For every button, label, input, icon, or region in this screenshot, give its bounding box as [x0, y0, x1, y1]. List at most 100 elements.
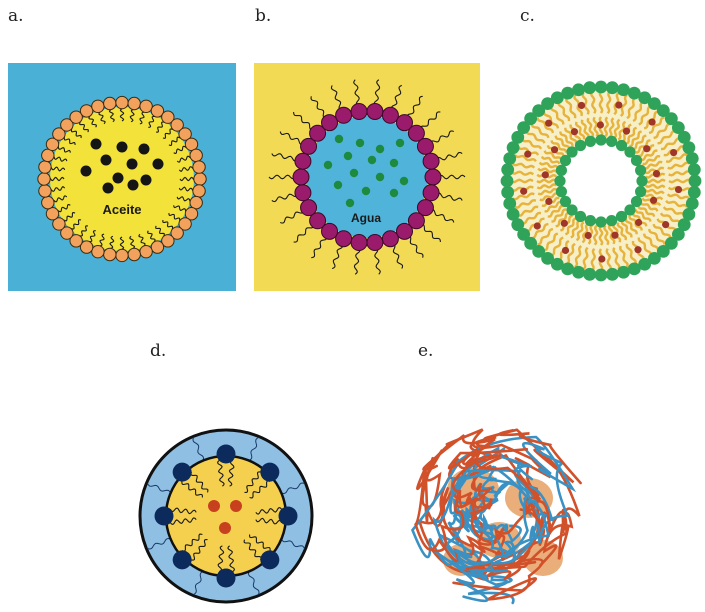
panel-c-inner-head	[575, 140, 586, 151]
panel-a-dot	[117, 142, 128, 153]
panel-c-outer-head	[595, 269, 608, 282]
panel-c-dot	[578, 102, 585, 109]
panel-a-head	[39, 161, 51, 173]
panel-c-inner-head	[635, 165, 646, 176]
panel-a-head	[80, 105, 92, 117]
panel-c-inner-head	[595, 216, 606, 227]
panel-c-dot	[643, 145, 650, 152]
panel-c-outer-head	[617, 266, 630, 279]
panel-b-dot	[362, 187, 370, 195]
panel-a-dot	[81, 166, 92, 177]
panel-c-inner-head	[560, 196, 571, 207]
panel-b-head	[382, 107, 398, 123]
panel-a-head	[39, 185, 51, 197]
panel-label-d: d.	[150, 341, 166, 361]
panel-b-dot	[334, 181, 342, 189]
panel-b-head	[295, 153, 311, 169]
panel-c-inner-head	[585, 215, 596, 226]
panel-c-outer-head	[507, 208, 520, 221]
panel-c-outer-head	[686, 197, 699, 210]
panel-a-head	[104, 248, 116, 260]
panel-a-head	[190, 196, 202, 208]
panel-c-dot	[634, 246, 641, 253]
panel-c-inner-head	[556, 165, 567, 176]
panel-c-dot	[534, 222, 541, 229]
panel-c-inner-head	[606, 215, 617, 226]
panel-a-head	[38, 173, 50, 185]
panel-a-dot	[91, 139, 102, 150]
panel-c-dot	[615, 101, 622, 108]
panel-b-dot	[335, 135, 343, 143]
panel-c-dot	[520, 188, 527, 195]
panel-c-dot	[675, 186, 682, 193]
panel-b-head	[425, 169, 441, 185]
panel-c-dot	[562, 247, 569, 254]
panel-c-outer-head	[689, 175, 702, 188]
panel-c-outer-head	[501, 186, 514, 199]
panel-c-outer-head	[595, 81, 608, 94]
panel-a-head	[140, 245, 152, 257]
panel-a-head	[193, 185, 205, 197]
panel-a-dot	[113, 173, 124, 184]
panel-a-head	[116, 96, 128, 108]
panel-b-dot	[400, 177, 408, 185]
panel-d-head	[217, 569, 236, 588]
panel-c-outer-head	[503, 152, 516, 165]
panel-a-head	[190, 149, 202, 161]
panel-a-dot	[127, 159, 138, 170]
panel-c-inner-head	[616, 211, 627, 222]
panel-a-head	[92, 245, 104, 257]
panel-c-outer-head	[682, 141, 695, 154]
panel-c-outer-head	[688, 163, 701, 176]
panel-b-dot	[324, 161, 332, 169]
panel-b-head	[351, 103, 367, 119]
panel-a-core-label: Aceite	[102, 202, 141, 217]
panel-b-dot	[390, 159, 398, 167]
panel-c-inner-head	[556, 186, 567, 197]
panel-a-dot	[153, 159, 164, 170]
panel-c-inner-head	[585, 136, 596, 147]
panel-c-dot	[635, 219, 642, 226]
panel-a-dot	[103, 183, 114, 194]
panel-c-outer-head	[688, 186, 701, 199]
panel-d-dot	[219, 522, 231, 534]
panel-b-dot	[346, 199, 354, 207]
panel-a-head	[194, 173, 206, 185]
panel-a-head	[151, 241, 163, 253]
panel-b-head	[417, 138, 433, 154]
panel-c-outer-head	[572, 266, 585, 279]
panel-b-head	[351, 235, 367, 251]
panel-d-head	[173, 550, 192, 569]
panel-c-inner-head	[636, 175, 647, 186]
panel-a-head	[46, 208, 58, 220]
panel-b-dot	[396, 139, 404, 147]
panel-label-b: b.	[255, 6, 271, 26]
panel-b-dot	[368, 156, 376, 164]
panel-b-head	[293, 169, 309, 185]
panel-c-dot	[611, 232, 618, 239]
panel-c-dot	[561, 220, 568, 227]
panel-c-outer-head	[501, 175, 514, 188]
panel-c-dot	[597, 121, 604, 128]
panel-b-head	[336, 107, 352, 123]
panel-a-dot	[141, 175, 152, 186]
panel-d-head	[173, 463, 192, 482]
panel-c-dot	[571, 128, 578, 135]
panel-c-outer-head	[503, 197, 516, 210]
panel-c-dot	[524, 151, 531, 158]
panel-c-dot	[545, 198, 552, 205]
liposome-diagram	[501, 72, 701, 290]
panel-c-outer-head	[501, 163, 514, 176]
panel-a-head	[42, 196, 54, 208]
panel-b-head	[423, 153, 439, 169]
panel-label-c: c.	[520, 6, 535, 26]
panel-c-dot	[585, 232, 592, 239]
panel-a-head	[104, 97, 116, 109]
panel-b-head	[423, 185, 439, 201]
panel-a-head	[92, 100, 104, 112]
panel-c-inner-head	[606, 136, 617, 147]
panel-a-head	[128, 248, 140, 260]
panel-b-head	[396, 223, 412, 239]
panel-c-inner-head	[595, 134, 606, 145]
panel-c-inner-head	[554, 175, 565, 186]
